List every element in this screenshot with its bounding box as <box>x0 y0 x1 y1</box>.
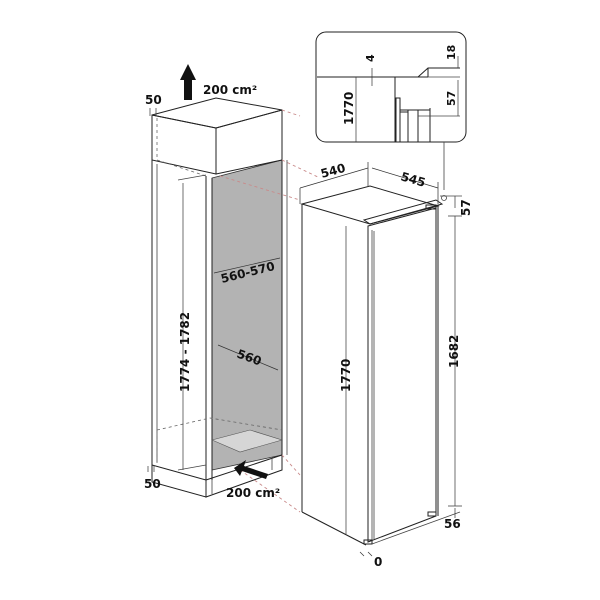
top-gap-label: 57 <box>459 199 473 216</box>
appliance-depth-label: 545 <box>399 169 427 189</box>
bottom-gap-label: 56 <box>444 517 461 531</box>
appliance-width-label: 540 <box>319 161 347 181</box>
appliance <box>299 162 462 557</box>
detail-inset <box>315 31 467 190</box>
detail-height-label: 1770 <box>342 92 356 125</box>
door-height-label: 1682 <box>447 335 461 368</box>
detail-gap-label: 4 <box>364 54 377 62</box>
appliance-height-label: 1770 <box>339 359 353 392</box>
detail-door-offset-label: 57 <box>445 91 458 106</box>
niche-back <box>211 159 283 471</box>
floor-gap-label: 0 <box>374 555 382 569</box>
bottom-vent-label: 200 cm² <box>226 486 280 500</box>
top-vent-label: 200 cm² <box>203 83 257 97</box>
detail-top-label: 18 <box>445 45 458 60</box>
bottom-offset-label: 50 <box>144 477 161 491</box>
airflow-inlet-arrow-icon <box>234 460 268 479</box>
top-offset-label: 50 <box>145 93 162 107</box>
airflow-up-arrow-icon <box>180 64 196 100</box>
cabinet <box>147 97 321 513</box>
niche-height-label: 1774 - 1782 <box>178 312 192 392</box>
